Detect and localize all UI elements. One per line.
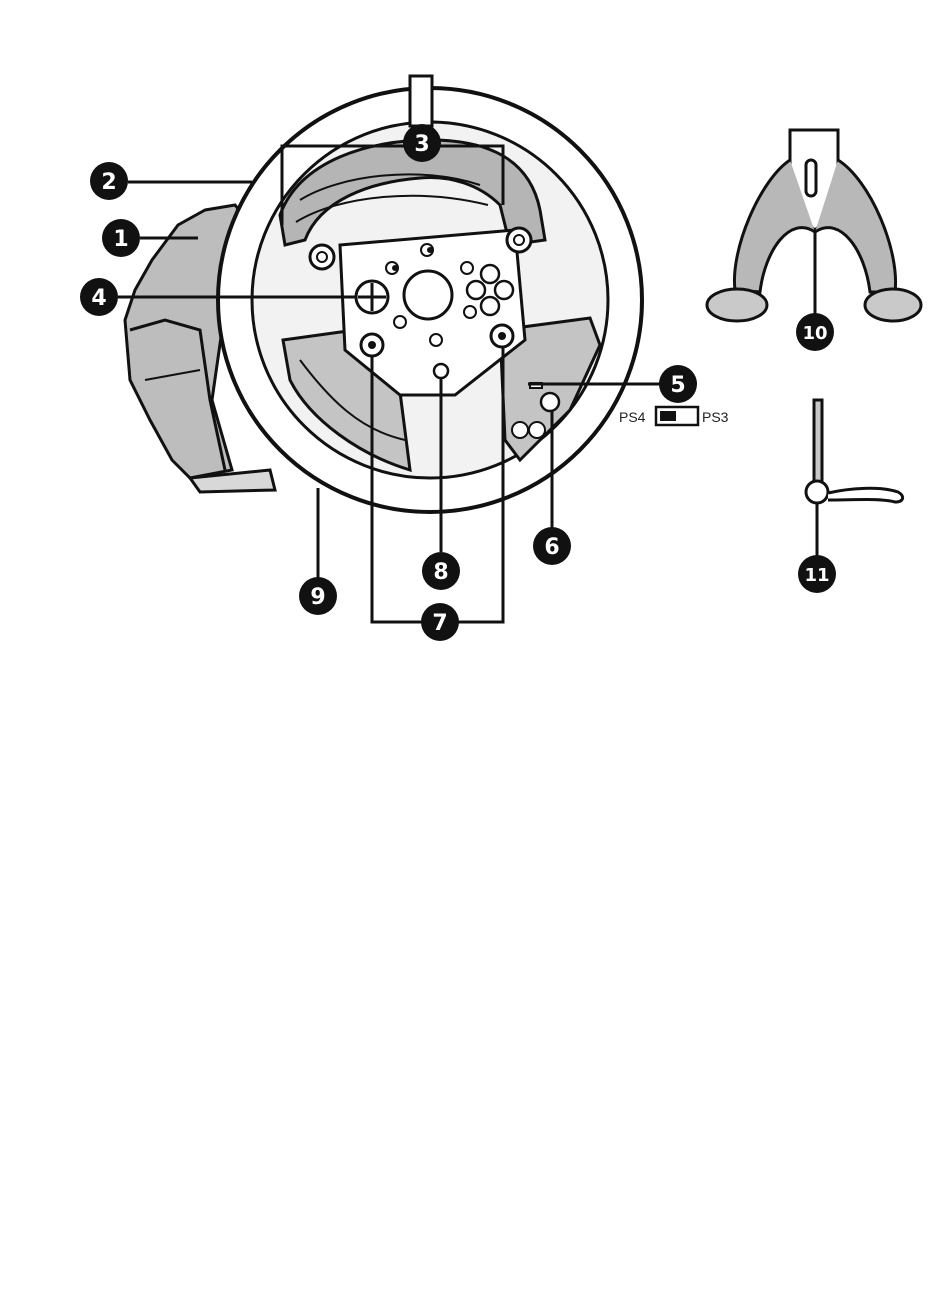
- callout-5-label: 5: [670, 373, 685, 398]
- callout-2: 2: [90, 162, 128, 200]
- callout-3-label: 3: [414, 132, 429, 157]
- screw-tool: [806, 400, 903, 503]
- callout-3: 3: [403, 124, 441, 162]
- callout-10-label: 10: [802, 323, 827, 344]
- callout-1: 1: [102, 219, 140, 257]
- callout-6-label: 6: [544, 535, 559, 560]
- callout-2-label: 2: [101, 170, 116, 195]
- switch-label-ps4: PS4: [619, 409, 646, 425]
- callout-11: 11: [798, 555, 836, 593]
- callout-4: 4: [80, 278, 118, 316]
- callout-9: 9: [299, 577, 337, 615]
- mode-button: [541, 393, 559, 411]
- callout-11-label: 11: [804, 565, 829, 586]
- callout-1-label: 1: [113, 227, 128, 252]
- hub-center-cap: [404, 271, 452, 319]
- callout-8: 8: [422, 552, 460, 590]
- callout-9-label: 9: [310, 585, 325, 610]
- switch-slider: [660, 411, 676, 421]
- top-center-marker: [410, 76, 432, 126]
- mode-switch: PS4 PS3: [619, 407, 729, 425]
- dpad: [356, 281, 388, 313]
- callout-7-label: 7: [432, 611, 447, 636]
- callout-8-label: 8: [433, 560, 448, 585]
- callout-10: 10: [796, 313, 834, 351]
- switch-label-ps3: PS3: [702, 409, 729, 425]
- callout-6: 6: [533, 527, 571, 565]
- callout-5: 5: [659, 365, 697, 403]
- button-8: [434, 364, 448, 378]
- callout-7: 7: [421, 603, 459, 641]
- callout-4-label: 4: [91, 286, 106, 311]
